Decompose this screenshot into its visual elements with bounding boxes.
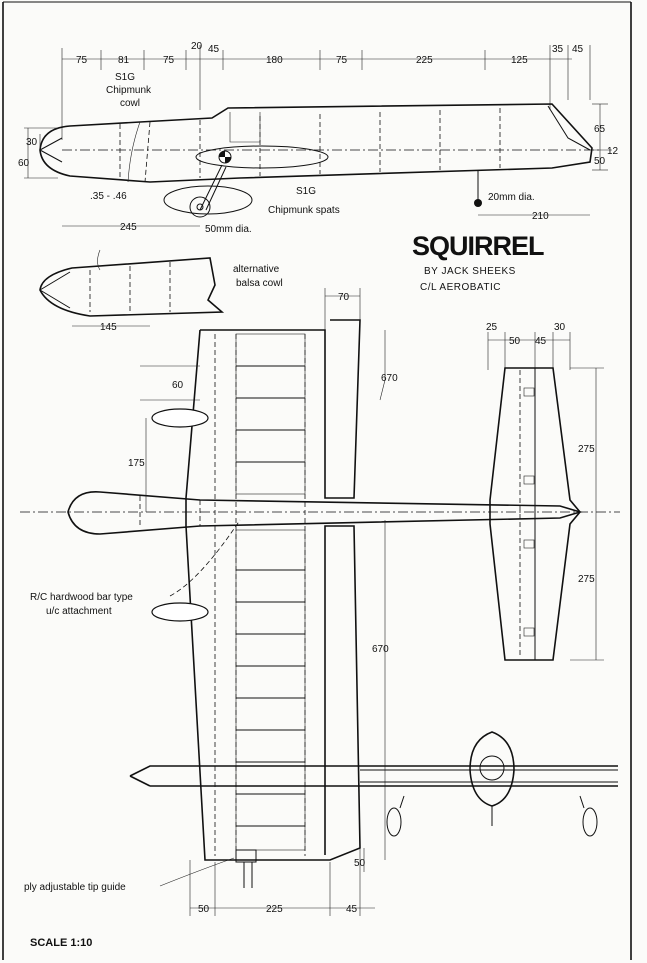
dim-125: 125 — [511, 55, 528, 66]
dim-50-bottom: 50 — [198, 904, 210, 915]
wing-outline — [185, 319, 361, 861]
front-spinner — [479, 755, 505, 781]
dim-180: 180 — [266, 55, 283, 66]
rudder-line — [547, 105, 591, 151]
dim-70: 70 — [338, 292, 350, 303]
alt-cowl-view: 245 alternative balsa cowl 145 — [39, 222, 283, 333]
plan-title: SQUIRREL — [412, 231, 544, 261]
uc-note-1: R/C hardwood bar type — [30, 592, 133, 603]
dim-225-bottom: 225 — [266, 904, 283, 915]
cowl-note-s1g: S1G — [115, 72, 135, 83]
dim-65: 65 — [594, 124, 606, 135]
dim-50-side: 50 — [594, 156, 606, 167]
dim-45-a: 45 — [208, 44, 220, 55]
dim-50-tip: 50 — [354, 858, 366, 869]
main-wheel — [189, 196, 211, 218]
spars — [214, 334, 306, 856]
alt-cowl-label-2: balsa cowl — [236, 278, 283, 289]
dim-275-lower: 275 — [578, 574, 595, 585]
wheel-spat — [163, 185, 253, 215]
dim-35: 35 — [552, 44, 564, 55]
dim-225: 225 — [416, 55, 433, 66]
spats-note-s1g: S1G — [296, 186, 316, 197]
alt-cowl-outline — [39, 257, 225, 317]
dim-45-bottom: 45 — [346, 904, 358, 915]
tailplane-outline — [489, 367, 582, 661]
front-fuselage — [469, 731, 515, 807]
formers — [119, 108, 501, 183]
dim-175: 175 — [128, 458, 145, 469]
dim-75-c: 75 — [336, 55, 348, 66]
cowl-line — [127, 121, 141, 183]
dim-245: 245 — [120, 222, 137, 233]
uc-note-2: u/c attachment — [46, 606, 112, 617]
dim-60: 60 — [18, 158, 30, 169]
dim-50-tail: 50 — [509, 336, 521, 347]
tip-guide — [235, 849, 257, 863]
dim-25-tail: 25 — [486, 322, 498, 333]
dim-60-plan: 60 — [172, 380, 184, 391]
dim-12: 12 — [607, 146, 619, 157]
spat-plan-upper — [151, 408, 209, 428]
dim-30-tail: 30 — [554, 322, 566, 333]
dim-45-b: 45 — [572, 44, 584, 55]
fuselage-plan-outline — [67, 491, 583, 535]
side-view: 75 81 75 20 45 180 75 225 125 35 45 30 6… — [18, 41, 619, 235]
dim-75-b: 75 — [163, 55, 175, 66]
engine-range: .35 - .46 — [90, 191, 127, 202]
plan-author: BY JACK SHEEKS — [424, 266, 516, 277]
cowl-note-chipmunk: Chipmunk — [106, 85, 152, 96]
tail-view: 25 50 45 30 275 275 — [486, 322, 604, 661]
tailwheel-dia: 20mm dia. — [488, 192, 535, 203]
cockpit-window — [229, 112, 261, 143]
tail-wheel — [474, 199, 482, 207]
alt-cowl-label-1: alternative — [233, 264, 280, 275]
spinner-lines — [39, 137, 63, 163]
wheel-dia: 50mm dia. — [205, 224, 252, 235]
front-wing — [129, 765, 618, 787]
wing-ribs — [236, 365, 305, 827]
gear-leg — [199, 164, 227, 211]
cg-mark-fill — [219, 151, 231, 163]
plan-subtitle: C/L AEROBATIC — [420, 282, 501, 293]
cowl-note-cowl: cowl — [120, 98, 140, 109]
dim-670-upper: 670 — [381, 373, 398, 384]
dim-30: 30 — [26, 137, 38, 148]
dim-20: 20 — [191, 41, 203, 52]
front-wheel-left — [386, 807, 402, 837]
dim-81: 81 — [118, 55, 130, 66]
tip-guide-note: ply adjustable tip guide — [24, 882, 126, 893]
scale-note: SCALE 1:10 — [30, 937, 92, 949]
dim-210: 210 — [532, 211, 549, 222]
front-wheel-right — [582, 807, 598, 837]
dim-45-tail: 45 — [535, 336, 547, 347]
dim-275-upper: 275 — [578, 444, 595, 455]
spats-note-chipmunk: Chipmunk spats — [268, 205, 340, 216]
dim-670-lower: 670 — [372, 644, 389, 655]
plan-view: 60 175 70 670 670 R/C hardwood bar type … — [20, 288, 620, 916]
spat-plan-lower — [151, 602, 209, 622]
front-view — [129, 731, 618, 837]
dim-145: 145 — [100, 322, 117, 333]
dim-75-a: 75 — [76, 55, 88, 66]
fuselage-side-outline — [39, 103, 593, 183]
wing-section — [195, 145, 329, 169]
